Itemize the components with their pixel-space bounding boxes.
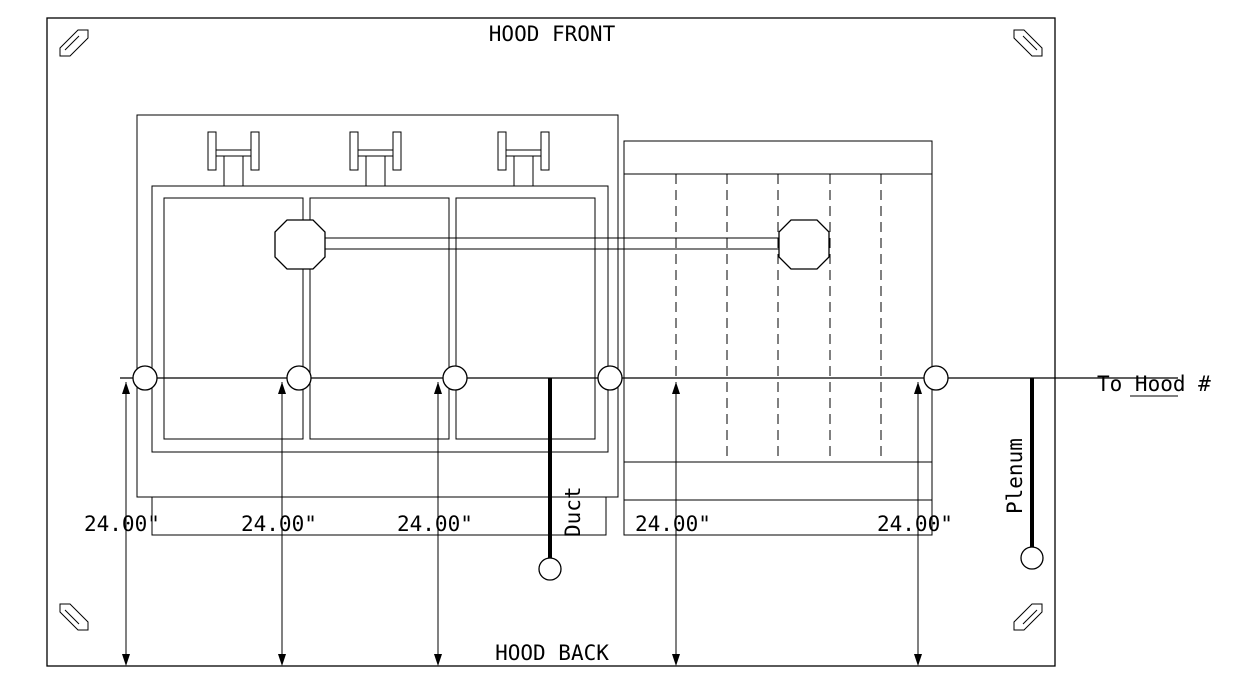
mounting-bracket-top-left-icon [59, 29, 89, 57]
fryer-handle-3-icon [497, 131, 550, 186]
dimension-label-3: 24.00" [397, 512, 473, 536]
dimension-label-4: 24.00" [635, 512, 711, 536]
hood-front-label: HOOD FRONT [489, 22, 616, 46]
nozzle-5-icon [923, 365, 949, 391]
detector-left-icon [274, 219, 326, 270]
plenum-nozzle-icon [1020, 546, 1044, 570]
fusible-link-cable [320, 237, 782, 250]
hood-back-label: HOOD BACK [495, 641, 609, 665]
to-hood-label: To Hood # [1097, 372, 1211, 396]
fryer-appliance [136, 114, 619, 536]
dimension-label-2: 24.00" [241, 512, 317, 536]
duct-label: Duct [561, 486, 585, 537]
mounting-bracket-bottom-left-icon [59, 603, 89, 631]
duct-nozzle-icon [538, 557, 562, 581]
nozzle-3-icon [442, 365, 468, 391]
plenum-label: Plenum [1003, 438, 1027, 514]
dimension-label-1: 24.00" [84, 512, 160, 536]
mounting-bracket-top-right-icon [1013, 29, 1043, 57]
dimension-label-5: 24.00" [877, 512, 953, 536]
nozzle-4-icon [597, 365, 623, 391]
fryer-vat-2 [309, 197, 450, 440]
mounting-bracket-bottom-right-icon [1013, 603, 1043, 631]
dimension-lines [122, 382, 922, 666]
detector-right-icon [778, 219, 830, 270]
nozzle-2-icon [286, 365, 312, 391]
fryer-handle-1-icon [207, 131, 260, 186]
griddle-appliance [623, 140, 933, 536]
nozzle-1-icon [132, 365, 158, 391]
hood-outline [46, 17, 1056, 667]
fryer-vat-3 [455, 197, 596, 440]
fryer-vat-1 [163, 197, 304, 440]
fryer-handle-2-icon [349, 131, 402, 186]
